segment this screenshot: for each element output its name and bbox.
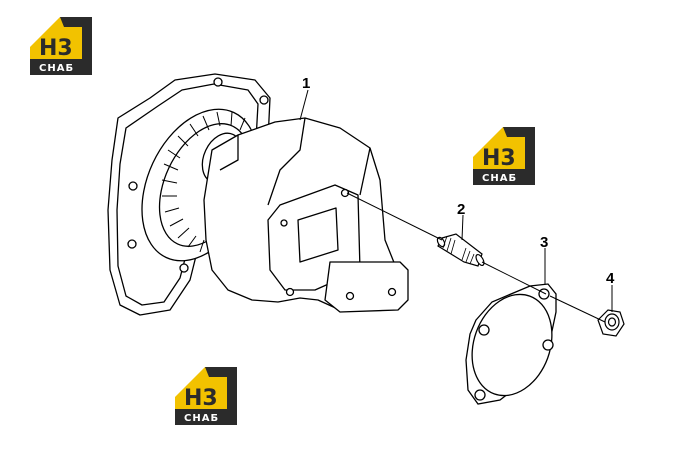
part-1-turbocharger <box>107 73 409 316</box>
assembly-axis <box>346 192 606 323</box>
logo-mark-text: H3 <box>482 146 516 171</box>
logo-mark-text: H3 <box>184 386 218 411</box>
logo-mark-text: H3 <box>39 36 73 61</box>
logo-word-text: СНАБ <box>39 63 74 74</box>
logo-top-left: H3 СНАБ <box>30 17 92 75</box>
logo-word-text: СНАБ <box>482 173 517 184</box>
leader-lines <box>299 89 613 312</box>
logo-bottom-left: H3 СНАБ <box>175 367 237 425</box>
callout-4: 4 <box>606 270 615 287</box>
callout-1: 1 <box>302 75 310 92</box>
callout-3: 3 <box>540 234 548 251</box>
logo-middle-right: H3 СНАБ <box>473 127 535 185</box>
logo-word-text: СНАБ <box>184 413 219 424</box>
part-4-nut <box>597 309 625 337</box>
part-2-stud <box>436 233 485 267</box>
callout-2: 2 <box>457 201 465 218</box>
part-3-gasket <box>465 283 557 405</box>
